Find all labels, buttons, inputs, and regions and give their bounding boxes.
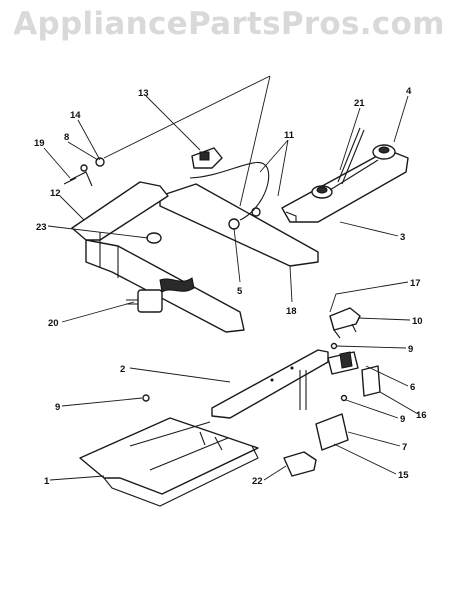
part-bottom-tray[interactable] [79,417,259,507]
callout-9-left: 9 [55,402,60,413]
part-pilot-tube[interactable] [299,370,349,451]
leader-lines [43,75,419,481]
callout-9-upper-right: 9 [408,344,413,355]
callout-2: 2 [120,364,125,375]
part-orifice-fitting[interactable] [146,207,261,244]
part-thermocouple[interactable] [189,161,270,221]
callout-9-lower-right: 9 [400,414,405,425]
part-igniter-block[interactable] [191,147,223,169]
callout-20: 20 [48,318,59,329]
callout-7: 7 [402,442,407,453]
part-burner-bracket[interactable] [211,349,329,419]
callout-15: 15 [398,470,409,481]
callout-1: 1 [44,476,50,487]
callout-21: 21 [354,98,365,109]
part-screw-fitting[interactable] [63,157,105,187]
callout-6: 6 [410,382,415,393]
watermark-logo: AppliancePartsPros.com [13,6,445,42]
callout-22: 22 [252,476,263,487]
callout-17: 17 [410,278,421,289]
callout-11: 11 [284,130,295,141]
callout-23: 23 [36,222,47,233]
part-crossover-tube[interactable] [337,127,365,185]
callout-18: 18 [286,306,297,317]
callout-3: 3 [400,232,405,243]
part-electrode[interactable] [327,351,381,397]
part-rear-burner[interactable] [281,144,409,223]
callout-5: 5 [237,286,243,297]
callout-14: 14 [70,110,81,121]
callout-19: 19 [34,138,45,149]
part-spark-module[interactable] [283,451,317,477]
part-valve[interactable] [126,277,195,313]
callout-16: 16 [416,410,427,421]
callout-8: 8 [64,132,69,143]
callout-4: 4 [406,86,412,97]
callout-13: 13 [138,88,149,99]
part-switch-bracket[interactable] [329,307,361,339]
callout-12: 12 [50,188,61,199]
callout-10: 10 [412,316,423,327]
